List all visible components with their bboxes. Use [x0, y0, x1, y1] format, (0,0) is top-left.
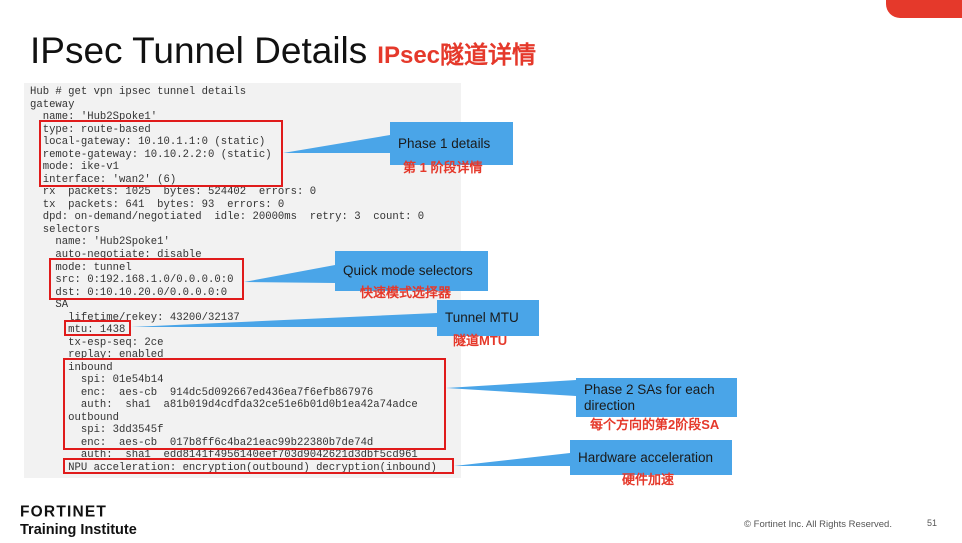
- callout-phase2-label: Phase 2 SAs for each direction: [584, 381, 715, 413]
- phase1-pointer: [283, 135, 390, 153]
- callout-npu: Hardware acceleration: [570, 440, 732, 475]
- code-line: inbound: [30, 362, 113, 374]
- callout-phase2: Phase 2 SAs for each direction: [576, 378, 737, 417]
- callout-selectors-label: Quick mode selectors: [343, 263, 473, 278]
- code-line: mode: ike-v1: [30, 161, 120, 173]
- code-line: spi: 3dd3545f: [30, 424, 164, 436]
- code-line: name: 'Hub2Spoke1': [30, 236, 170, 248]
- code-line: tx-esp-seq: 2ce: [30, 337, 164, 349]
- code-line: Hub # get vpn ipsec tunnel details: [30, 86, 247, 98]
- code-line: spi: 01e54b14: [30, 374, 164, 386]
- npu-pointer: [454, 453, 570, 466]
- code-line: dst: 0:10.10.20.0/0.0.0.0:0: [30, 287, 228, 299]
- code-line: mode: tunnel: [30, 262, 132, 274]
- code-line: SA: [30, 299, 69, 311]
- slide-title-cn: IPsec隧道详情: [377, 42, 537, 69]
- callout-selectors: Quick mode selectors: [335, 251, 488, 291]
- code-line: enc: aes-cb 914dc5d092667ed436ea7f6efb86…: [30, 387, 374, 399]
- selectors-highlight-box: [49, 258, 244, 300]
- callout-phase1-label: Phase 1 details: [398, 135, 491, 151]
- code-line: interface: 'wan2' (6): [30, 174, 177, 186]
- callout-mtu: Tunnel MTU: [437, 300, 539, 336]
- code-line: type: route-based: [30, 124, 151, 136]
- callout-selectors-cn: 快速模式选择器: [360, 285, 452, 300]
- code-line: rx packets: 1025 bytes: 524402 errors: 0: [30, 186, 317, 198]
- corner-accent: [886, 0, 962, 18]
- phase2-highlight-box: [63, 358, 446, 450]
- code-line: enc: aes-cb 017b8ff6c4ba21eac99b22380b7d…: [30, 437, 374, 449]
- callout-mtu-cn: 隧道MTU: [453, 333, 508, 348]
- selectors-pointer: [244, 265, 335, 283]
- training-institute: Training Institute: [20, 522, 137, 538]
- fortinet-logo: FORTINET: [20, 504, 107, 519]
- code-line: auth: sha1 a81b019d4cdfda32ce51e6b01d0b1…: [30, 399, 418, 411]
- callout-npu-cn: 硬件加速: [622, 472, 675, 487]
- callout-phase1-cn: 第 1 阶段详情: [403, 160, 483, 175]
- phase2-pointer: [446, 380, 576, 396]
- code-line: gateway: [30, 99, 75, 111]
- code-line: mtu: 1438: [30, 324, 126, 336]
- code-line: src: 0:192.168.1.0/0.0.0.0:0: [30, 274, 234, 286]
- code-line: tx packets: 641 bytes: 93 errors: 0: [30, 199, 285, 211]
- slide-title-en: IPsec Tunnel Details: [30, 30, 368, 71]
- phase1-highlight-box: [39, 120, 283, 187]
- code-line: outbound: [30, 412, 120, 424]
- slide-title: IPsec Tunnel Details IPsec隧道详情: [30, 30, 536, 72]
- callout-phase1: Phase 1 details: [390, 122, 513, 165]
- page-number: 51: [927, 518, 938, 528]
- mtu-pointer: [131, 313, 437, 327]
- fortinet-logo-text: FORTINET: [20, 504, 107, 519]
- copyright: © Fortinet Inc. All Rights Reserved.: [744, 519, 892, 530]
- npu-highlight-box: [63, 458, 454, 474]
- callout-npu-label: Hardware acceleration: [578, 449, 714, 465]
- code-line: remote-gateway: 10.10.2.2:0 (static): [30, 149, 272, 161]
- callout-phase2-cn: 每个方向的第2阶段SA: [590, 417, 720, 432]
- callout-mtu-label: Tunnel MTU: [445, 310, 519, 325]
- code-line: NPU acceleration: encryption(outbound) d…: [30, 462, 437, 474]
- code-line: dpd: on-demand/negotiated idle: 20000ms …: [30, 211, 425, 223]
- mtu-highlight-box: [64, 320, 131, 336]
- code-line: local-gateway: 10.10.1.1:0 (static): [30, 136, 266, 148]
- code-line: selectors: [30, 224, 100, 236]
